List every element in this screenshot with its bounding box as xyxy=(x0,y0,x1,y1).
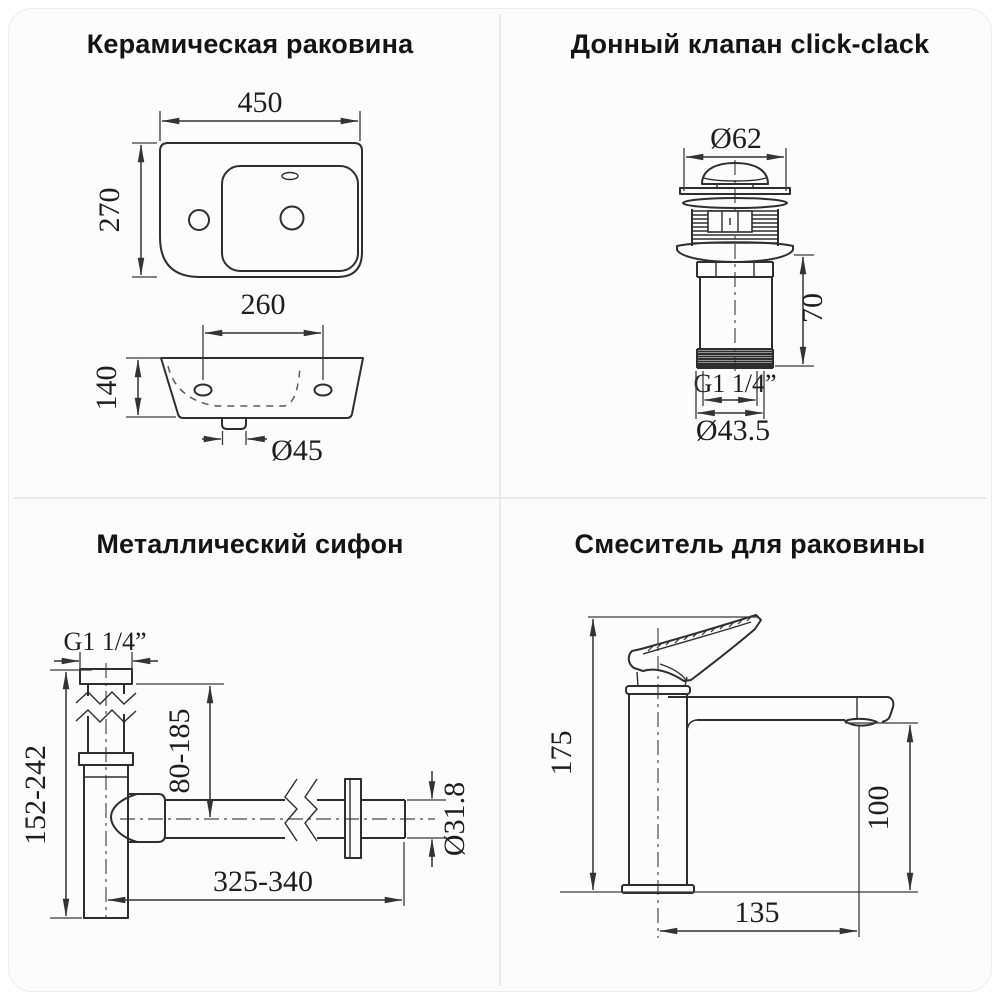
siphon-dim-total-height: 152-242 xyxy=(19,669,92,919)
overflow-slot xyxy=(281,171,299,181)
siphon-dim-pipe-diameter: Ø31.8 xyxy=(407,771,471,867)
valve-thread-label: G1 1/4” xyxy=(693,369,776,398)
faucet-height-label: 175 xyxy=(545,731,578,776)
faucet-base xyxy=(621,884,695,894)
valve-title: Донный клапан click-clack xyxy=(570,29,930,59)
siphon-dim-thread: G1 1/4” xyxy=(54,627,158,672)
sink-side-view xyxy=(160,357,364,430)
panel-valve: Донный клапан click-clack xyxy=(500,0,1000,500)
siphon-length-label: 325-340 xyxy=(213,865,313,898)
panel-faucet: Смеситель для раковины xyxy=(500,500,1000,1000)
valve-dish-flange xyxy=(676,241,794,263)
sink-dim-depth: 270 xyxy=(93,142,157,278)
siphon-drawing: G1 1/4” 152-242 80-185 325-340 Ø31.8 xyxy=(19,627,471,919)
sink-drawing: 450 270 260 140 xyxy=(90,86,364,467)
lever-hatching xyxy=(647,616,752,652)
mount-hole-right xyxy=(313,383,333,397)
siphon-dim-length: 325-340 xyxy=(107,842,405,906)
faucet-body-drawing xyxy=(621,614,895,938)
drain-stub xyxy=(221,418,247,430)
siphon-pipe-diameter-label: Ø31.8 xyxy=(438,782,471,856)
valve-cap xyxy=(701,162,769,185)
valve-drawing: Ø62 70 G1 1/4” Ø43.5 xyxy=(676,122,829,447)
faucet-dim-spout-height: 100 xyxy=(845,722,918,891)
tap-hole xyxy=(188,209,210,231)
valve-washer xyxy=(682,197,788,209)
valve-dim-cap-diameter: Ø62 xyxy=(683,122,787,191)
siphon-title: Металлический сифон xyxy=(96,529,404,559)
horizontal-divider xyxy=(14,497,986,499)
faucet-dim-spout-reach: 135 xyxy=(659,726,860,937)
faucet-title: Смеситель для раковины xyxy=(574,529,926,559)
panel-siphon: Металлический сифон xyxy=(0,500,500,1000)
spout-outlet xyxy=(844,717,878,727)
valve-dim-thread-diameter: Ø43.5 xyxy=(695,371,770,447)
faucet-drawing: 175 100 135 xyxy=(545,614,918,938)
sink-dim-height: 140 xyxy=(90,357,176,418)
sink-depth-label: 270 xyxy=(93,188,126,233)
valve-cap-diameter-label: Ø62 xyxy=(710,122,762,155)
siphon-body-drawing xyxy=(75,663,435,919)
siphon-thread-label: G1 1/4” xyxy=(63,627,146,656)
sink-drain-label: Ø45 xyxy=(271,434,323,467)
siphon-elbow xyxy=(128,793,166,843)
siphon-inlet-height-label: 80-185 xyxy=(163,709,196,794)
faucet-spout-reach-label: 135 xyxy=(735,896,780,929)
panel-sink: Керамическая раковина 450 270 xyxy=(0,0,500,500)
faucet-rim xyxy=(625,685,691,695)
valve-height-label: 70 xyxy=(796,293,829,323)
sink-height-label: 140 xyxy=(90,366,123,411)
valve-thread-diameter-label: Ø43.5 xyxy=(696,414,770,447)
drain-hole xyxy=(279,205,305,231)
sink-width-label: 450 xyxy=(238,86,283,119)
siphon-dim-inlet-height: 80-185 xyxy=(136,683,224,818)
valve-dim-thread: G1 1/4” xyxy=(693,369,777,406)
sink-top-view xyxy=(159,142,363,278)
mount-hole-left xyxy=(193,383,213,397)
sink-hole-spacing-label: 260 xyxy=(241,288,286,321)
valve-flange xyxy=(679,187,791,195)
siphon-top-flange xyxy=(79,668,133,685)
faucet-spout xyxy=(668,696,895,723)
sink-title: Керамическая раковина xyxy=(86,29,414,59)
vertical-divider xyxy=(499,14,501,986)
faucet-spout-height-label: 100 xyxy=(862,786,895,831)
valve-dim-height: 70 xyxy=(775,254,829,367)
sink-dim-drain: Ø45 xyxy=(202,431,323,467)
faucet-dim-height: 175 xyxy=(545,616,918,893)
siphon-wall-flange xyxy=(344,778,362,859)
siphon-total-height-label: 152-242 xyxy=(19,745,52,845)
sink-dim-hole-spacing: 260 xyxy=(202,288,324,380)
valve-body-drawing xyxy=(676,160,794,375)
sink-dim-width: 450 xyxy=(159,86,361,141)
